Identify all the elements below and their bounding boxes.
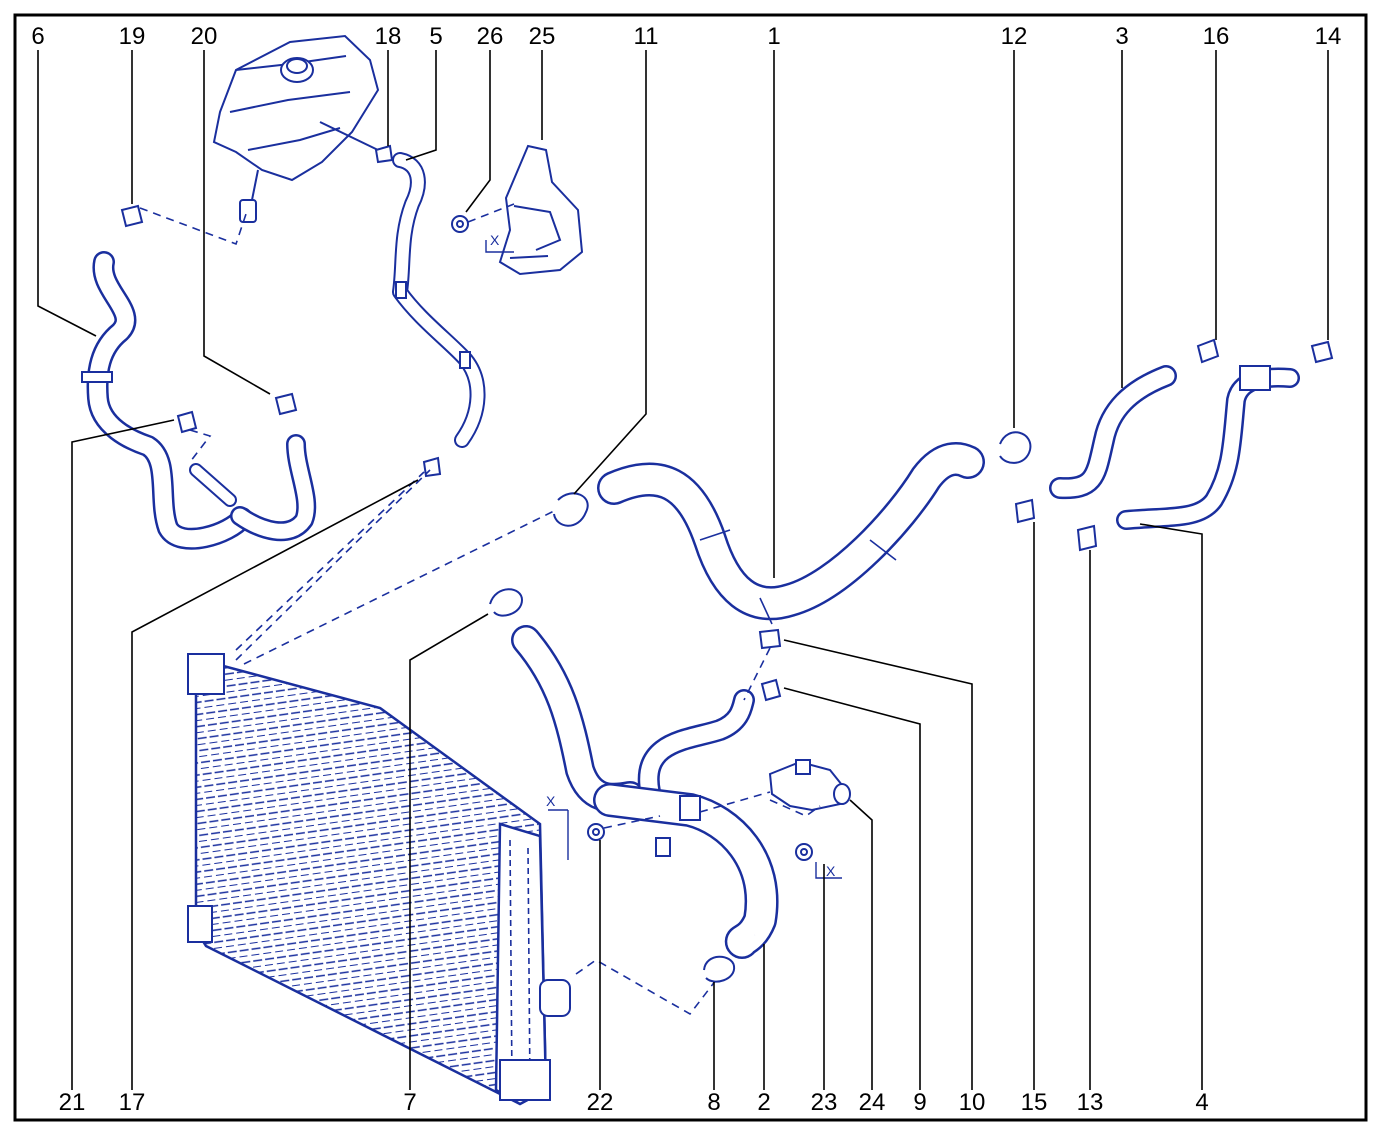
hose-clip bbox=[374, 144, 394, 164]
thermostat-housing bbox=[768, 759, 851, 812]
hose-clip bbox=[1310, 340, 1334, 364]
part-number-label: 13 bbox=[1077, 1089, 1104, 1116]
assembly-line bbox=[603, 815, 661, 829]
part-number-label: 3 bbox=[1115, 23, 1128, 50]
part-number-label: 18 bbox=[375, 23, 402, 50]
leader-lines bbox=[37, 50, 1329, 1090]
hose-clip bbox=[120, 204, 144, 228]
part-number-label: 1 bbox=[767, 23, 780, 50]
part-number-label: 8 bbox=[707, 1089, 720, 1116]
part-number-label: 2 bbox=[757, 1089, 770, 1116]
top-part-numbers: 6 19 20 18 5 26 25 11 1 12 3 16 14 bbox=[31, 23, 1341, 50]
screw-bolt bbox=[795, 843, 813, 861]
hose-clip bbox=[1076, 524, 1098, 552]
assembly-line bbox=[235, 469, 557, 665]
part-number-label: 21 bbox=[59, 1089, 86, 1116]
hose-clip bbox=[176, 410, 198, 434]
part-number-label: 9 bbox=[913, 1089, 926, 1116]
expansion-tank bbox=[212, 34, 380, 223]
hose-clip bbox=[758, 628, 782, 650]
part-number-label: 7 bbox=[403, 1089, 416, 1116]
hose-clip bbox=[274, 392, 298, 416]
assembly-line bbox=[189, 429, 212, 463]
part-number-label: 15 bbox=[1021, 1089, 1048, 1116]
hose-clamp bbox=[999, 431, 1032, 464]
assembly-line bbox=[743, 647, 771, 701]
part-number-label: 17 bbox=[119, 1089, 146, 1116]
lower-radiator-hose bbox=[511, 625, 779, 959]
dimension-mark-x: X bbox=[826, 863, 836, 879]
overflow-hose bbox=[392, 152, 486, 448]
hose-clamp bbox=[553, 492, 589, 527]
part-number-label: 23 bbox=[811, 1089, 838, 1116]
diagram-frame bbox=[13, 13, 1368, 1122]
hose-clip bbox=[1014, 498, 1036, 524]
part-number-label: 24 bbox=[859, 1089, 886, 1116]
part-number-label: 19 bbox=[119, 23, 146, 50]
screw-bolt bbox=[587, 823, 605, 841]
hose-clamp bbox=[489, 588, 524, 617]
part-number-label: 10 bbox=[959, 1089, 986, 1116]
part-number-label: 22 bbox=[587, 1089, 614, 1116]
assembly-line bbox=[699, 791, 821, 817]
dimension-bracket bbox=[485, 240, 514, 253]
part-number-label: 11 bbox=[634, 23, 659, 50]
heater-return-hose bbox=[1049, 365, 1177, 500]
assembly-line bbox=[575, 959, 717, 1016]
part-number-label: 25 bbox=[529, 23, 556, 50]
bottom-part-numbers: 21 17 7 22 8 2 23 24 9 10 15 13 4 bbox=[59, 1089, 1209, 1116]
hose-clip bbox=[1196, 338, 1220, 364]
screw-bolt bbox=[451, 215, 469, 233]
part-number-label: 6 bbox=[31, 23, 44, 50]
hose-clip bbox=[760, 678, 782, 702]
hose-clamp bbox=[703, 955, 736, 983]
heater-inlet-hose bbox=[81, 251, 317, 550]
bypass-hose bbox=[1116, 365, 1300, 530]
dimension-bracket bbox=[815, 862, 842, 879]
part-number-label: 20 bbox=[191, 23, 218, 50]
part-number-label: 26 bbox=[477, 23, 504, 50]
assembly-line bbox=[139, 207, 247, 246]
tank-bracket bbox=[498, 144, 584, 276]
dimension-bracket bbox=[548, 809, 569, 860]
part-number-label: 12 bbox=[1001, 23, 1028, 50]
part-number-label: 16 bbox=[1203, 23, 1230, 50]
dimension-mark-x: X bbox=[546, 793, 556, 809]
dimension-mark-x: X bbox=[490, 232, 500, 248]
part-number-label: 14 bbox=[1315, 23, 1342, 50]
part-number-label: 4 bbox=[1195, 1089, 1208, 1116]
part-number-label: 5 bbox=[429, 23, 442, 50]
radiator bbox=[187, 653, 571, 1106]
upper-radiator-hose bbox=[597, 442, 985, 625]
